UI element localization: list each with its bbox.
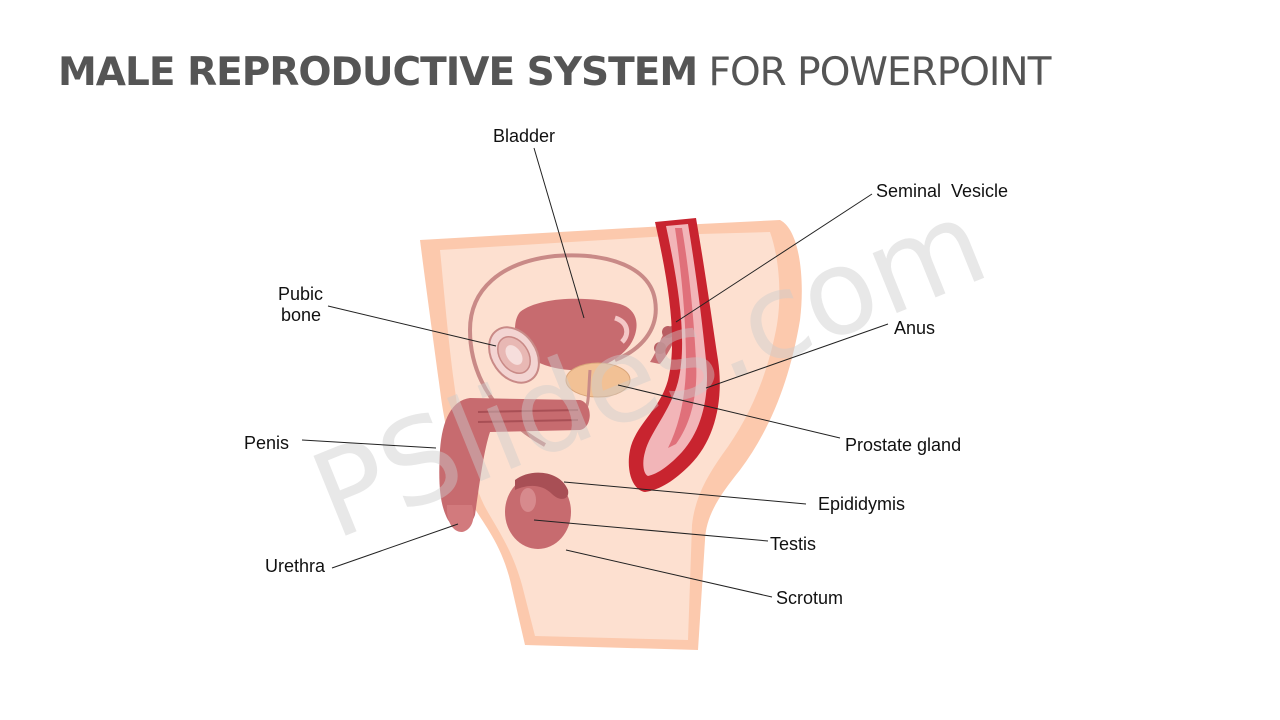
label-testis: Testis bbox=[770, 534, 816, 554]
title-light: FOR POWERPOINT bbox=[697, 50, 1052, 95]
vas-deferens bbox=[467, 253, 658, 447]
leader-anus bbox=[705, 323, 889, 389]
leader-seminal-vesicle bbox=[675, 193, 873, 323]
label-prostate-gland: Prostate gland bbox=[845, 435, 961, 455]
label-anus: Anus bbox=[894, 318, 935, 338]
leader-lines bbox=[301, 147, 889, 598]
label-pubic-bone-line2: bone bbox=[281, 305, 321, 325]
leader-pubic-bone bbox=[327, 305, 497, 347]
pubic-bone-organ bbox=[488, 326, 540, 384]
prostate-organ bbox=[565, 362, 631, 398]
leader-urethra bbox=[331, 523, 459, 569]
label-bladder: Bladder bbox=[493, 126, 555, 146]
leader-penis bbox=[301, 439, 437, 449]
leader-epididymis bbox=[563, 481, 807, 505]
bladder-organ bbox=[515, 298, 637, 371]
slide-title: MALE REPRODUCTIVE SYSTEM FOR POWERPOINT bbox=[58, 50, 1052, 96]
leader-prostate-gland bbox=[617, 384, 841, 439]
leader-testis bbox=[533, 519, 769, 542]
label-epididymis: Epididymis bbox=[818, 494, 905, 514]
title-bold: MALE REPRODUCTIVE SYSTEM bbox=[58, 50, 698, 95]
testis-organ bbox=[498, 470, 578, 554]
label-penis: Penis bbox=[244, 433, 289, 453]
label-pubic-bone-line1: Pubic bbox=[278, 284, 323, 304]
label-seminal-vesicle: Seminal Vesicle bbox=[876, 181, 1008, 201]
leader-bladder bbox=[533, 147, 585, 319]
leader-scrotum bbox=[565, 549, 773, 598]
label-urethra: Urethra bbox=[265, 556, 326, 576]
labels: Bladder Seminal Vesicle Pubic bone Anus … bbox=[244, 126, 1008, 608]
seminal-vesicle-organ bbox=[650, 325, 678, 364]
label-scrotum: Scrotum bbox=[776, 588, 843, 608]
rectum-organ bbox=[628, 218, 720, 492]
